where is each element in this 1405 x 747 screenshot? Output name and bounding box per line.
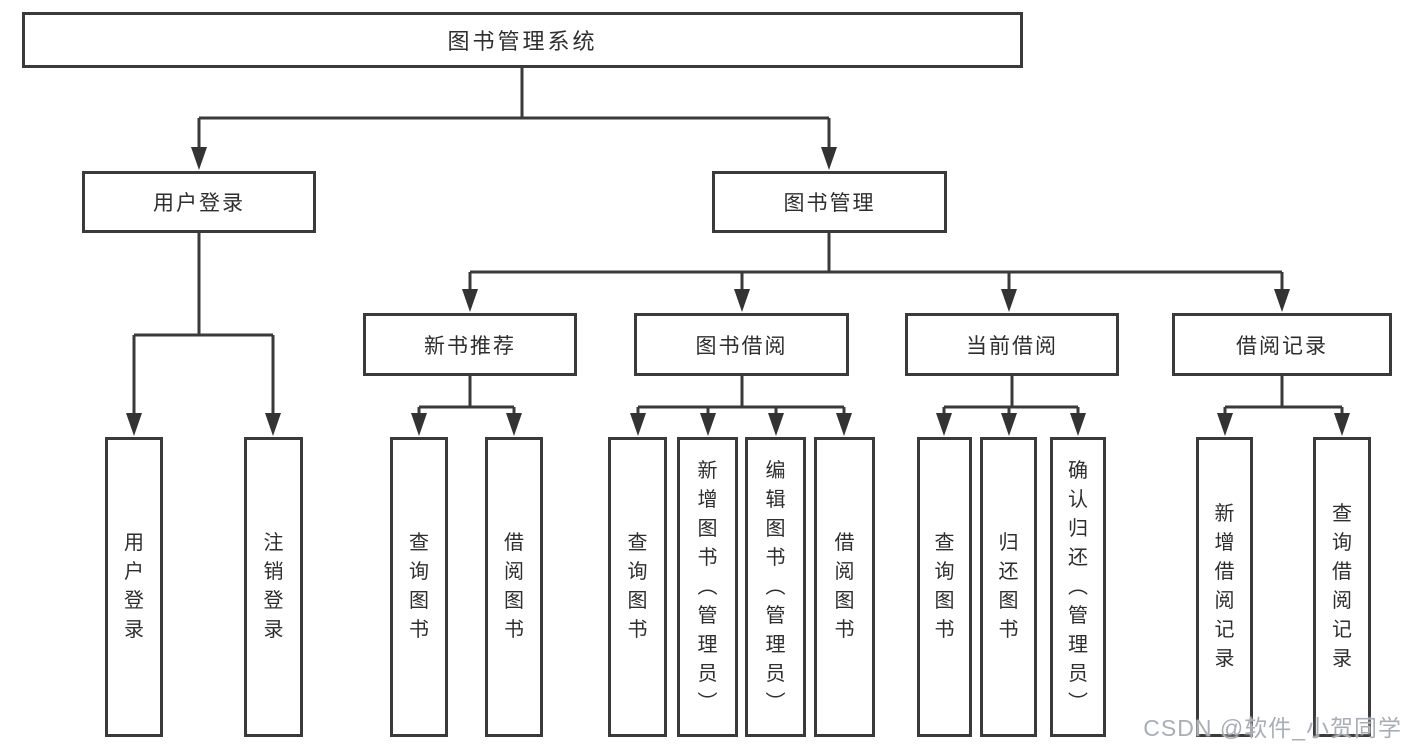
node-book-management: 图书管理 xyxy=(712,171,947,233)
leaf-borrow-add: 新增图书︵管理员︶ xyxy=(677,437,738,737)
connector-current-borrowing-to-leaves xyxy=(942,376,1080,414)
leaf-logout: 注销登录 xyxy=(244,437,303,737)
leaf-records-add-label: 新增借阅记录 xyxy=(1214,503,1235,670)
node-borrowing-records: 借阅记录 xyxy=(1172,313,1392,376)
node-new-books: 新书推荐 xyxy=(363,313,577,376)
leaf-records-query-label: 查询借阅记录 xyxy=(1332,503,1352,670)
node-book-borrowing-label: 图书借阅 xyxy=(695,334,788,358)
node-user-login-label: 用户登录 xyxy=(153,192,245,215)
leaf-logout-label: 注销登录 xyxy=(263,532,284,641)
node-user-login: 用户登录 xyxy=(82,171,316,233)
connector-book-management-to-level3 xyxy=(468,233,1284,291)
node-root: 图书管理系统 xyxy=(22,12,1023,68)
leaf-borrow-query-label: 查询图书 xyxy=(627,532,648,641)
leaf-user-login: 用户登录 xyxy=(105,437,163,737)
node-current-borrowing-label: 当前借阅 xyxy=(966,334,1058,358)
node-book-borrowing: 图书借阅 xyxy=(634,313,849,376)
leaf-user-login-label: 用户登录 xyxy=(124,532,144,641)
leaf-records-query: 查询借阅记录 xyxy=(1313,437,1371,737)
connector-user-login-to-leaves xyxy=(132,233,275,414)
leaf-current-query-label: 查询图书 xyxy=(934,532,955,641)
leaf-borrow-add-label: 新增图书︵管理员︶ xyxy=(697,459,718,714)
node-book-management-label: 图书管理 xyxy=(783,192,876,215)
watermark: CSDN @软件_小贺同学 xyxy=(1143,715,1402,741)
leaf-current-confirm-return-label: 确认归还︵管理员︶ xyxy=(1068,459,1088,714)
leaf-current-return-label: 归还图书 xyxy=(998,532,1019,641)
leaf-borrow-book-label: 借阅图书 xyxy=(834,532,855,641)
connector-new-books-to-leaves xyxy=(417,376,516,414)
node-root-label: 图书管理系统 xyxy=(447,29,598,54)
connector-root-to-level2 xyxy=(197,68,831,150)
leaf-current-return: 归还图书 xyxy=(980,437,1037,737)
leaf-current-confirm-return: 确认归还︵管理员︶ xyxy=(1050,437,1106,737)
node-borrowing-records-label: 借阅记录 xyxy=(1236,334,1328,358)
leaf-newbooks-query: 查询图书 xyxy=(390,437,448,737)
connector-borrowing-records-to-leaves xyxy=(1223,376,1344,414)
leaf-borrow-edit: 编辑图书︵管理员︶ xyxy=(745,437,806,737)
leaf-borrow-query: 查询图书 xyxy=(608,437,667,737)
leaf-current-query: 查询图书 xyxy=(917,437,972,737)
leaf-borrow-book: 借阅图书 xyxy=(814,437,875,737)
node-current-borrowing: 当前借阅 xyxy=(905,313,1119,376)
connector-book-borrowing-to-leaves xyxy=(636,376,846,414)
node-new-books-label: 新书推荐 xyxy=(424,334,516,358)
leaf-records-add: 新增借阅记录 xyxy=(1196,437,1253,737)
leaf-newbooks-borrow: 借阅图书 xyxy=(485,437,543,737)
leaf-borrow-edit-label: 编辑图书︵管理员︶ xyxy=(765,459,786,714)
leaf-newbooks-query-label: 查询图书 xyxy=(409,532,429,641)
arrowheads xyxy=(126,147,1350,436)
leaf-newbooks-borrow-label: 借阅图书 xyxy=(504,532,524,641)
